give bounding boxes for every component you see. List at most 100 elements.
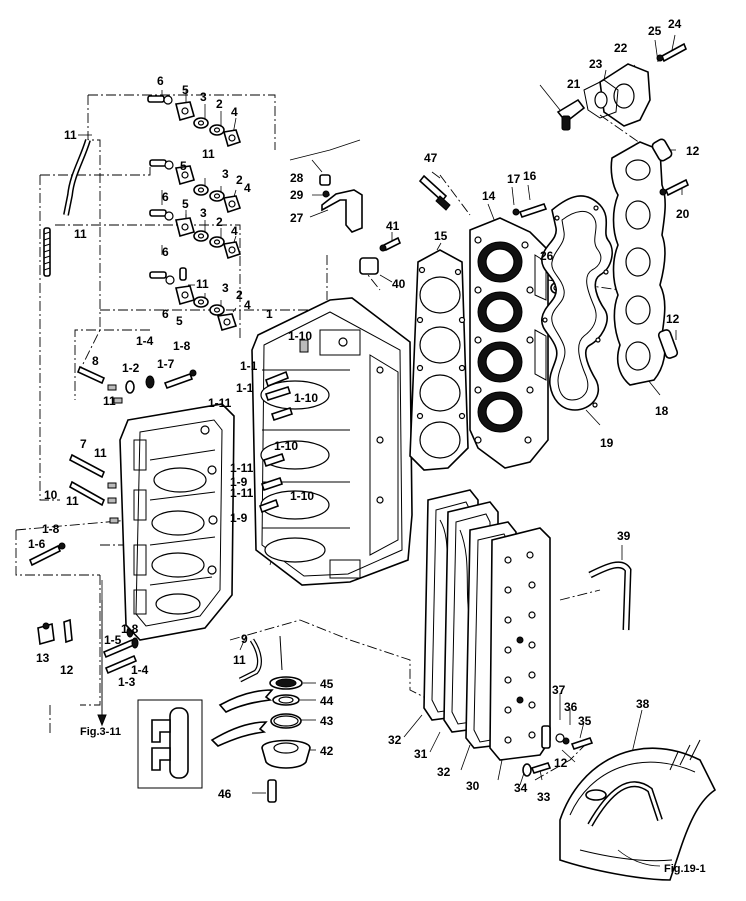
label-38: 38 bbox=[636, 697, 650, 711]
label-33: 33 bbox=[537, 790, 551, 804]
label-35: 35 bbox=[578, 714, 592, 728]
label-2: 2 bbox=[236, 173, 243, 187]
label-9: 9 bbox=[241, 632, 248, 646]
label-5: 5 bbox=[182, 83, 189, 97]
label-27: 27 bbox=[290, 211, 304, 225]
label-25: 25 bbox=[648, 24, 662, 38]
seal-assembly bbox=[210, 635, 311, 803]
label-22: 22 bbox=[614, 41, 628, 55]
ref-fig-19-1: Fig.19-1 bbox=[664, 863, 706, 875]
label-45: 45 bbox=[320, 677, 334, 691]
label-30: 30 bbox=[466, 779, 480, 793]
thermostat-cover-22 bbox=[556, 42, 688, 131]
reference-arrows bbox=[97, 580, 661, 867]
label-29: 29 bbox=[290, 188, 304, 202]
label-1-10: 1-10 bbox=[294, 391, 318, 405]
hose-11 bbox=[63, 139, 91, 216]
label-4: 4 bbox=[244, 181, 251, 195]
bolts-left bbox=[28, 369, 262, 683]
label-5: 5 bbox=[182, 197, 189, 211]
hardware-stack-2 bbox=[149, 159, 242, 214]
label-24: 24 bbox=[668, 17, 682, 31]
head-gasket-15 bbox=[409, 249, 469, 471]
label-32: 32 bbox=[437, 765, 451, 779]
label-41: 41 bbox=[386, 219, 400, 233]
label-14: 14 bbox=[482, 189, 496, 203]
label-1-9: 1-9 bbox=[230, 475, 248, 489]
label-5: 5 bbox=[180, 159, 187, 173]
label-1-2: 1-2 bbox=[122, 361, 140, 375]
label-1-6: 1-6 bbox=[28, 537, 46, 551]
label-1: 1 bbox=[266, 307, 273, 321]
label-2: 2 bbox=[216, 215, 223, 229]
label-18: 18 bbox=[655, 404, 669, 418]
label-3: 3 bbox=[222, 167, 229, 181]
label-47: 47 bbox=[424, 151, 438, 165]
hose-39 bbox=[588, 561, 632, 631]
hardware-stack-4 bbox=[149, 267, 238, 331]
label-11: 11 bbox=[94, 446, 107, 460]
label-11: 11 bbox=[64, 128, 77, 142]
label-19: 19 bbox=[600, 436, 614, 450]
label-5: 5 bbox=[176, 314, 183, 328]
label-46: 46 bbox=[218, 787, 232, 801]
label-7: 7 bbox=[80, 437, 87, 451]
label-15: 15 bbox=[434, 229, 448, 243]
label-12: 12 bbox=[554, 756, 568, 770]
label-6: 6 bbox=[162, 245, 169, 259]
hardware-33-37 bbox=[522, 725, 594, 777]
label-11: 11 bbox=[233, 653, 246, 667]
ref-fig-3-11: Fig.3-11 bbox=[80, 726, 121, 738]
label-6: 6 bbox=[157, 74, 164, 88]
label-21: 21 bbox=[567, 77, 581, 91]
label-11: 11 bbox=[66, 494, 79, 508]
label-1-7: 1-7 bbox=[157, 357, 175, 371]
label-3: 3 bbox=[222, 281, 229, 295]
seal-detail-inset bbox=[137, 699, 203, 789]
label-1-11: 1-11 bbox=[230, 486, 254, 500]
cylinder-head-14 bbox=[469, 217, 549, 469]
label-26: 26 bbox=[540, 249, 554, 263]
label-44: 44 bbox=[320, 694, 334, 708]
hardware-stack-top bbox=[147, 95, 242, 148]
label-1-4: 1-4 bbox=[131, 663, 149, 677]
label-28: 28 bbox=[290, 171, 304, 185]
exhaust-cover-18 bbox=[610, 138, 690, 386]
label-1-3: 1-3 bbox=[118, 675, 136, 689]
bottom-cowl bbox=[559, 739, 717, 881]
label-4: 4 bbox=[244, 298, 251, 312]
label-17: 17 bbox=[507, 172, 521, 186]
label-43: 43 bbox=[320, 714, 334, 728]
label-1-11: 1-11 bbox=[208, 396, 232, 410]
label-39: 39 bbox=[617, 529, 631, 543]
label-11: 11 bbox=[103, 394, 116, 408]
label-12: 12 bbox=[60, 663, 74, 677]
label-1-10: 1-10 bbox=[290, 489, 314, 503]
bracket-27 bbox=[319, 174, 402, 275]
hardware-stack-3 bbox=[149, 209, 242, 260]
label-1-8: 1-8 bbox=[173, 339, 191, 353]
label-1-1: 1-1 bbox=[240, 359, 258, 373]
label-16: 16 bbox=[523, 169, 537, 183]
gasket-19 bbox=[541, 195, 613, 411]
label-1-10: 1-10 bbox=[274, 439, 298, 453]
label-4: 4 bbox=[231, 105, 238, 119]
label-31: 31 bbox=[414, 747, 428, 761]
label-1-9: 1-9 bbox=[230, 511, 248, 525]
exhaust-cover-30 bbox=[489, 527, 551, 761]
label-13: 13 bbox=[36, 651, 50, 665]
label-1-11: 1-11 bbox=[230, 461, 254, 475]
label-11: 11 bbox=[74, 227, 87, 241]
label-11: 11 bbox=[196, 277, 209, 291]
part-labels: 6 5 3 2 4 11 11 5 3 2 4 6 5 3 2 4 6 11 1… bbox=[28, 17, 706, 875]
label-10: 10 bbox=[44, 488, 58, 502]
label-20: 20 bbox=[676, 207, 690, 221]
label-23: 23 bbox=[589, 57, 603, 71]
crankcase-left-half bbox=[119, 403, 235, 641]
label-3: 3 bbox=[200, 206, 207, 220]
label-2: 2 bbox=[216, 97, 223, 111]
label-12: 12 bbox=[666, 312, 680, 326]
label-4: 4 bbox=[231, 224, 238, 238]
label-1-8: 1-8 bbox=[42, 522, 60, 536]
